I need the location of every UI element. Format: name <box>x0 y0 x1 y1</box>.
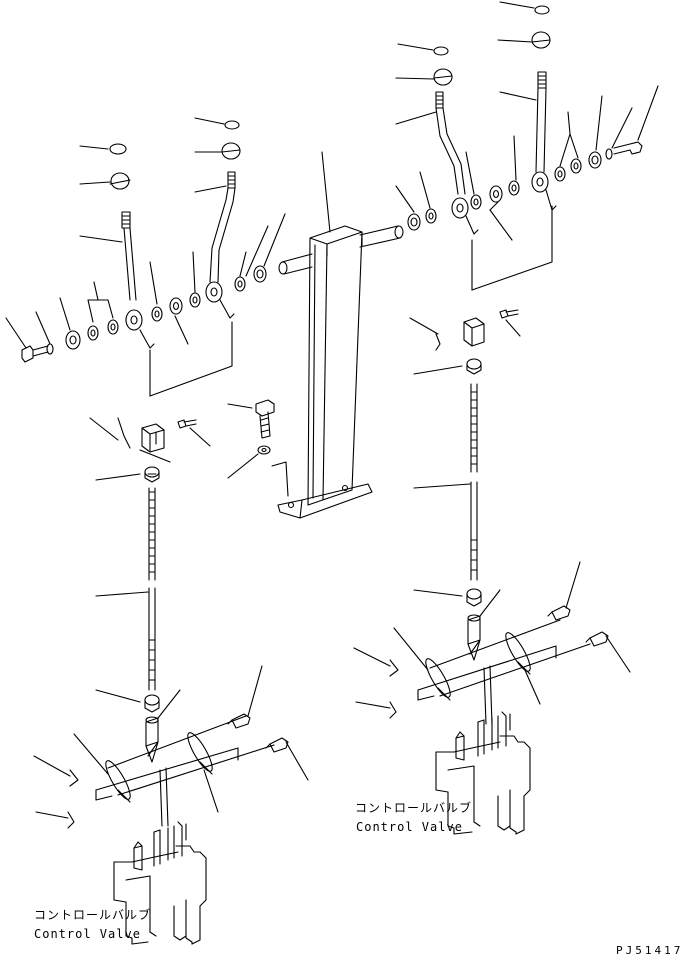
right-threaded-rod <box>414 384 481 606</box>
right-rod-end <box>410 310 520 374</box>
left-rod-end <box>90 418 210 482</box>
left-valve-linkage <box>34 666 308 828</box>
right-lever-assembly <box>396 2 658 290</box>
right-valve-linkage <box>354 562 630 724</box>
right-control-valve <box>436 712 530 834</box>
left-control-valve <box>114 822 206 944</box>
right-valve-label-jp: コントロールバルブ <box>355 801 473 815</box>
left-threaded-rod <box>96 488 159 712</box>
stand-bolt <box>228 400 288 496</box>
left-valve-label-en: Control Valve <box>34 927 141 941</box>
console-stand <box>278 152 403 518</box>
left-valve-label-jp: コントロールバルブ <box>34 908 152 922</box>
right-valve-label-en: Control Valve <box>356 820 463 834</box>
left-lever-assembly <box>6 118 285 396</box>
drawing-code: PJ51417 <box>616 944 684 957</box>
